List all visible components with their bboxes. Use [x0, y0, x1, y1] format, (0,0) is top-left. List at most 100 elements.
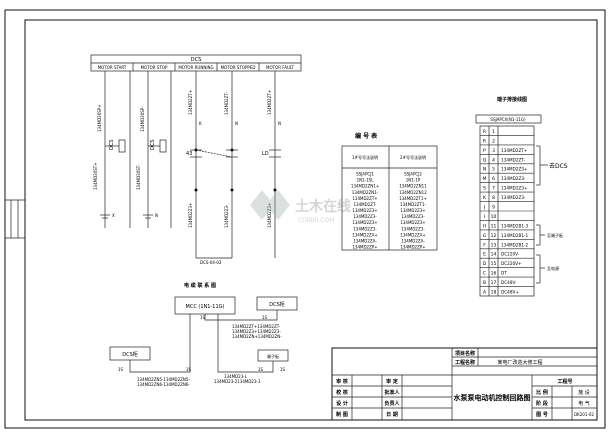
top-label-3: 134MD2ZT+ [267, 90, 272, 115]
cable-label-a3: 134MD2ZN+134MD2ZN- [232, 334, 282, 339]
number-table-cell: 134MD2Z3+ [400, 208, 425, 213]
terminal-letter: E [483, 252, 486, 258]
number-table-cell: 134MD2Z3- [353, 214, 377, 219]
relay-coil-stop [159, 139, 167, 153]
number-table-col-1: 1#号号法说明 [352, 154, 378, 160]
signal-motor-fault: MOTOR FAULT [266, 65, 295, 70]
relay-coil-start [118, 139, 126, 153]
top-label-1: 134MD2ZT+ [188, 90, 193, 115]
terminal-number: 12 [491, 233, 497, 239]
terminal-letter: H [483, 223, 486, 229]
mcc-box-label: MCC (1N1-11G) [186, 304, 225, 310]
bottom-label-3: 134MD2Z3+ [267, 203, 272, 228]
terminal-number: 14 [491, 252, 497, 258]
terminal-letter: S [483, 186, 486, 192]
cable-tag-5: 1S [258, 367, 264, 372]
terminal-table-header: SSJAPCX(N1-11G) [490, 117, 526, 122]
number-table-cell: 134MD2Z3+ [352, 220, 377, 225]
terminal-number: 7 [492, 186, 495, 192]
role-2: 校 核 [336, 389, 348, 396]
terminal-wire-label: DC48V- [501, 280, 517, 285]
dcs-box-top-label: DCS柜 [269, 301, 285, 308]
figure-no-label: 图 号 [536, 411, 548, 418]
number-table-cell: 134MD2ZT- [354, 202, 378, 207]
watermark: 土木在线 COIBEI.COM [250, 190, 351, 224]
cable-tag-3: 1S [118, 367, 124, 372]
left-label-1: 134MD30ST+ [93, 162, 98, 190]
terminal-number: 5 [492, 167, 495, 173]
terminal-letter: M [483, 176, 487, 182]
number-table-cell: 134MD2ZT1+ [399, 196, 427, 201]
role-1: 审 核 [336, 378, 348, 385]
number-table-cell: 134MD2Z3- [401, 226, 425, 231]
terminal-number: 8 [492, 195, 495, 201]
outer-border [4, 9, 606, 429]
number-table-title: 编 号 表 [355, 132, 378, 140]
terminal-letter: D [483, 261, 487, 267]
number-table-cell: 1N1-1SL [357, 178, 375, 183]
side-label-dcs: 去DCS [549, 162, 568, 170]
cable-label-c2: 134MD23-2134MD23-3 [214, 379, 261, 384]
relay-label-2: DCS [150, 139, 156, 150]
project-label: 项目名称 [455, 350, 475, 357]
terminal-number: 3 [492, 148, 495, 154]
terminal-letter: A [483, 290, 487, 296]
terminal-wire-label: 134MD2Z3+ [501, 186, 528, 191]
terminal-number: 1 [492, 129, 495, 135]
number-table-cell: 134MD2ZP+ [400, 245, 425, 250]
terminal-number: 11 [491, 223, 497, 229]
terminal-letter: F [483, 242, 486, 248]
relay-label-1: DCS [109, 139, 115, 150]
terminal-wire-label: DT [501, 271, 507, 276]
dcs-signal-header: DCS MOTOR START MOTOR STOP MOTOR RUNNING… [90, 54, 302, 72]
number-table-cell: SSJAPCJ1 [356, 172, 374, 177]
node-label-n1: N [235, 121, 238, 126]
cable-tag-4: 1S [186, 367, 192, 372]
number-table-cell: SSJAPCJ2 [404, 172, 422, 177]
drawing-title: 水泵泵电动机控制回路图 [454, 393, 531, 402]
terminal-wire-label: 134MD2Z3- [501, 195, 526, 200]
lamp-label-2: LD [262, 151, 269, 157]
role-right-4: 日 期 [386, 411, 398, 418]
terminal-wire-label: DC48V+ [501, 290, 519, 295]
cable-label-a1: 134MD2ZT+134MD2ZT- [232, 324, 281, 329]
number-table-cell: 134MD2ZN11 [399, 184, 427, 189]
role-right-3: 负责人 [384, 400, 400, 407]
scale-label: 比 例 [536, 389, 548, 396]
left-label-2: 134MD30ST- [136, 164, 141, 190]
bottom-label-2: 134MD2Z3- [224, 204, 229, 228]
terminal-wire-label: 134MD2ZT+ [501, 148, 528, 153]
figure-no-value: DK201-02 [574, 412, 594, 417]
signal-motor-start: MOTOR START [98, 65, 127, 70]
cable-tag-6: 1S [280, 367, 286, 372]
number-table-cell: 134MD2ZN1+ [351, 184, 379, 189]
number-table-col-2: 2#号号法说明 [400, 154, 426, 160]
work-value: 某电厂改造大修工程 [497, 359, 542, 366]
cable-diagram: 电 缆 联 系 图 MCC (1N1-11G) DCS柜 DCS柜 端子板 1S… [109, 282, 298, 387]
terminal-letter: R [483, 129, 486, 135]
cable-label-c1: 134MD23-L [224, 374, 248, 379]
side-label-power: 至电源 [547, 265, 559, 271]
right-label-2: 134MD30SP- [140, 106, 145, 132]
terminal-wire-label: 134MD2B1-1 [501, 233, 529, 238]
drawing-ref: DCS-04-03 [200, 260, 222, 265]
terminal-number: 16 [491, 271, 497, 277]
role-right-2: 批准人 [384, 389, 400, 396]
ground-symbols [100, 214, 153, 219]
number-table-cell: 134MD2ZA- [353, 238, 377, 243]
side-label-terminal: 至端子板 [547, 232, 563, 238]
terminal-number: 10 [491, 214, 497, 220]
inner-border [24, 19, 598, 421]
title-block: 项目名称 工程名称 某电厂改造大修工程 审 核 校 核 设 计 制 图 审 定 … [331, 347, 598, 421]
stage-label: 工程号 [557, 378, 572, 385]
number-table-cell: 134MD2ZA+ [352, 232, 378, 237]
terminal-letter: G [483, 233, 487, 239]
cable-diagram-title: 电 缆 联 系 图 [184, 282, 216, 289]
watermark-logo-text: 土木在线 [295, 198, 351, 215]
cable-label-b2: 134MD2ZN6-134MD2ZN6- [137, 382, 190, 387]
ground-label-1: X [112, 213, 115, 218]
terminal-letter: N [483, 167, 486, 173]
terminal-letter: Q [483, 157, 487, 163]
work-label: 工程名称 [455, 359, 475, 366]
